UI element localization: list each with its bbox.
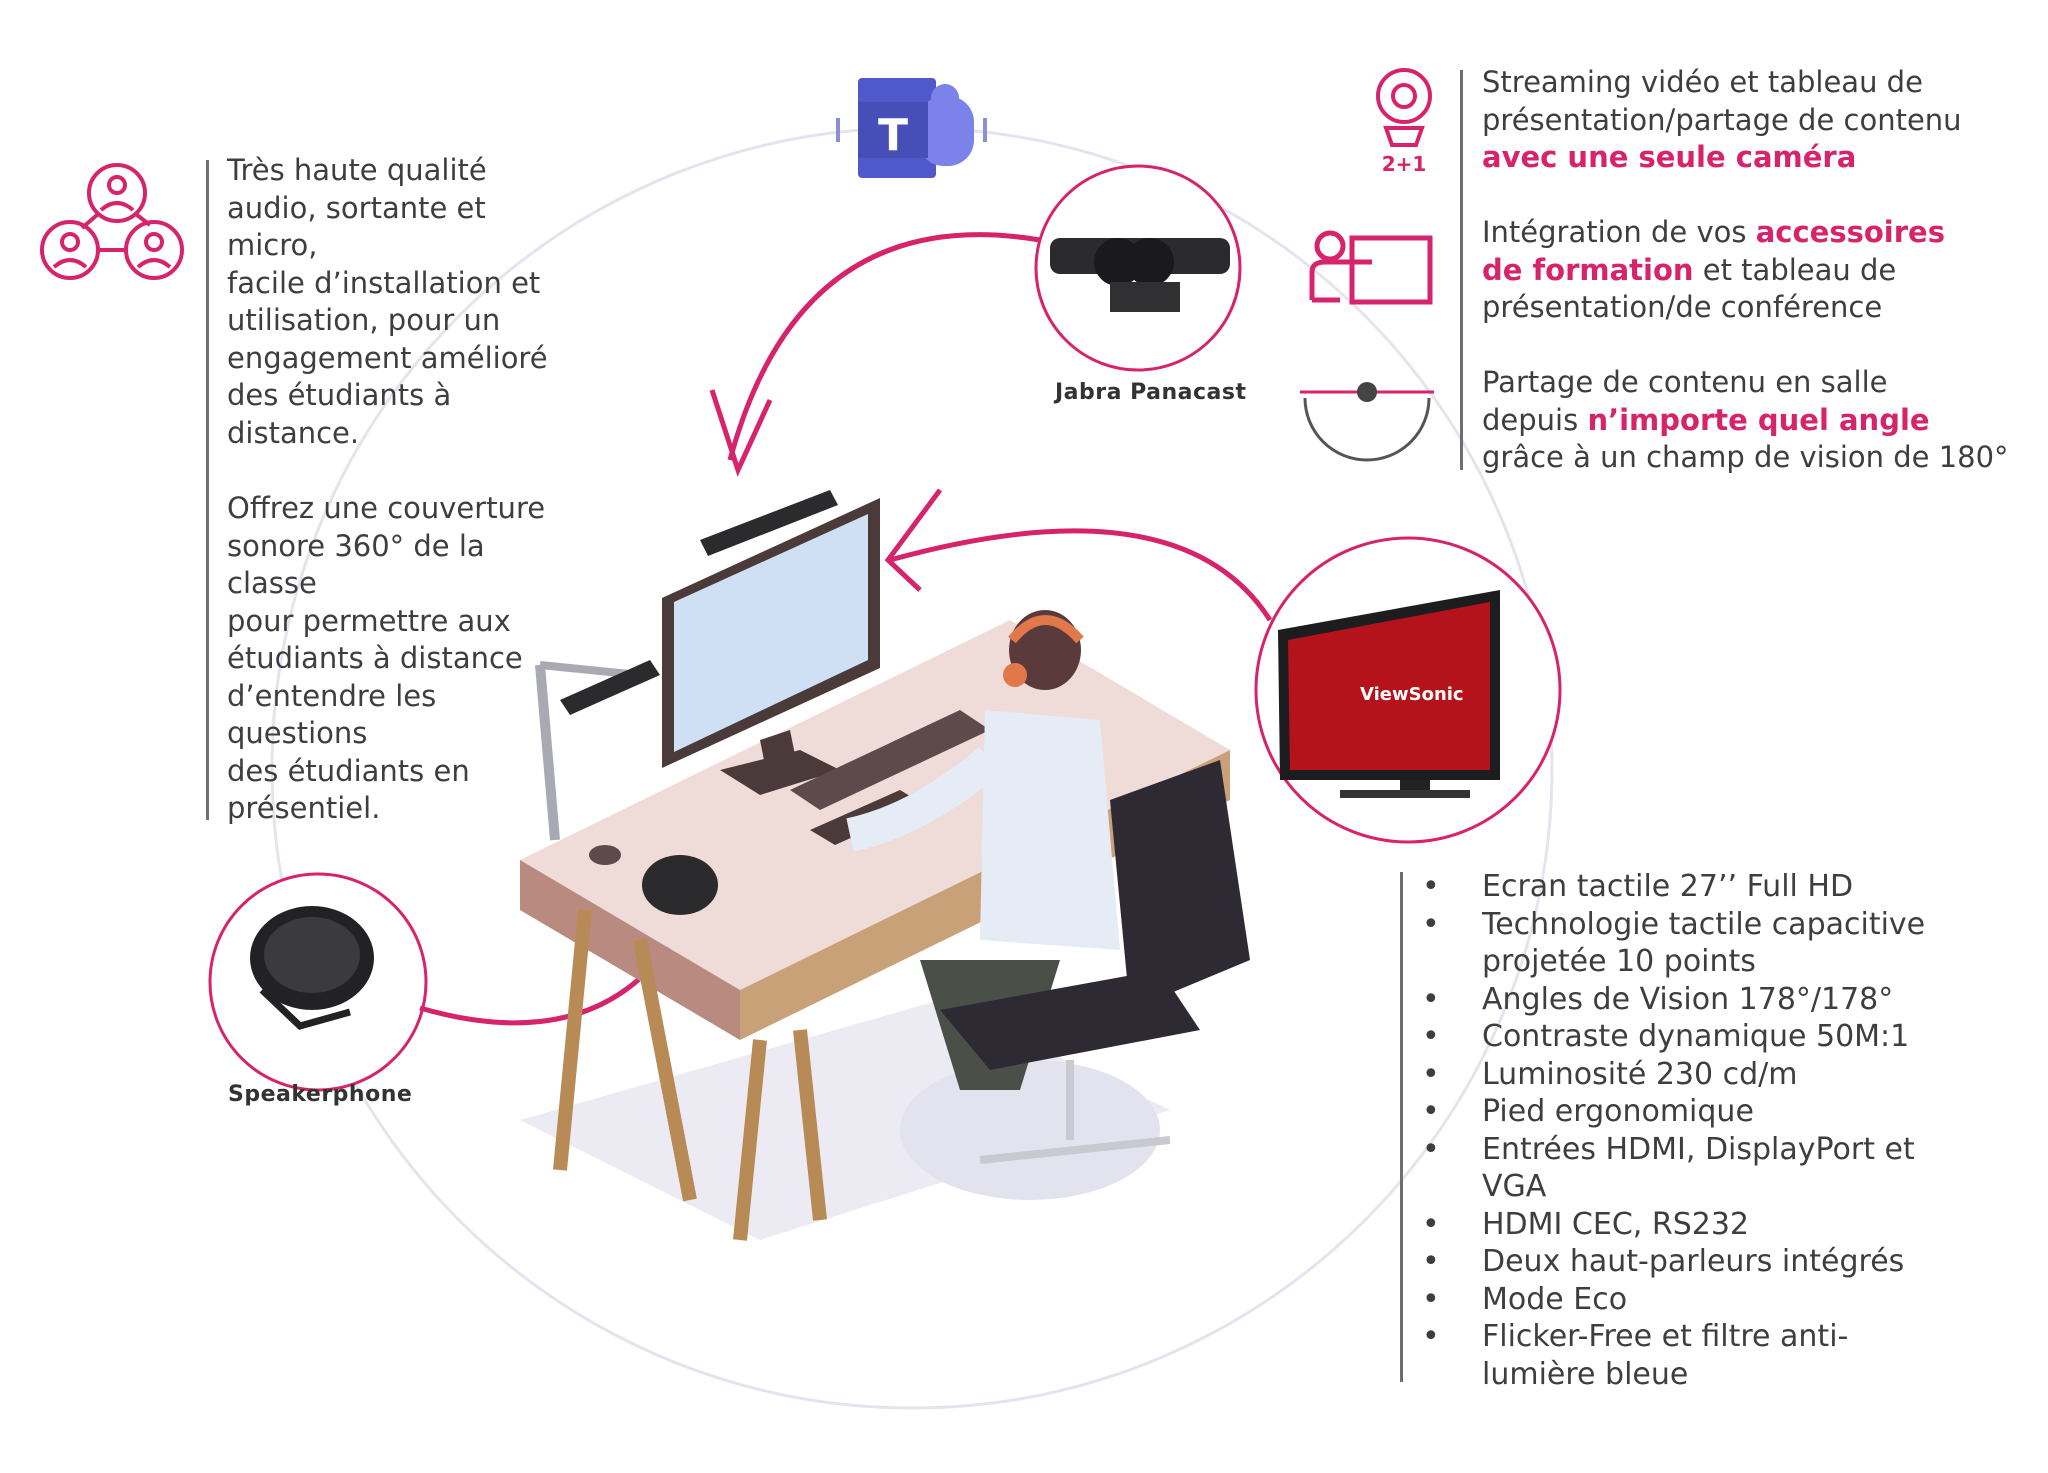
camera-2plus1-icon [1376,68,1432,147]
specs-divider [1400,872,1403,1382]
spec-item: Luminosité 230 cd/m [1422,1056,2042,1094]
spec-item: Deux haut-parleurs intégrés [1422,1243,2042,1281]
spec-item: Contraste dynamique 50M:1 [1422,1018,2042,1056]
feature-angle: Partage de contenu en salle depuis n’imp… [1482,364,2042,477]
feature-angle-line1: Partage de contenu en salle [1482,365,1888,399]
teams-logo-icon: T [836,78,987,178]
arrowhead-display [884,488,943,592]
specs-list: Ecran tactile 27’’ Full HDTechnologie ta… [1422,868,2042,1393]
arrowhead-camera [709,389,773,477]
camera-icon-label: 2+1 [1382,152,1427,176]
feature-camera-text: Streaming vidéo et tableau de présentati… [1482,65,1962,137]
feature-accessories-after-2: présentation/de conférence [1482,290,1883,324]
svg-text:T: T [878,110,908,161]
viewsonic-display-image [1278,590,1500,798]
desk-scene [520,490,1250,1241]
left-paragraph-2: Offrez une couverture sonore 360° de la … [227,491,546,825]
spec-item: Ecran tactile 27’’ Full HD [1422,868,2042,906]
feature-accessories-before: Intégration de vos [1482,215,1756,249]
feature-camera: Streaming vidéo et tableau de présentati… [1482,64,2042,177]
display-brand-text: ViewSonic [1360,684,1464,705]
spec-item: HDMI CEC, RS232 [1422,1206,2042,1244]
right-top-divider [1460,70,1463,470]
feature-accessories-highlight-2: de formation [1482,252,1694,287]
spec-item: Flicker-Free et filtre anti- lumière ble… [1422,1318,2042,1393]
feature-angle-before: depuis [1482,402,1588,437]
camera-caption: Jabra Panacast [1055,380,1247,405]
spec-item: Entrées HDMI, DisplayPort et VGA [1422,1131,2042,1206]
feature-accessories-highlight-1: accessoires [1755,215,1945,249]
people-network-icon [40,163,184,280]
feature-angle-highlight: n’importe quel angle [1587,402,1930,437]
presenter-board-icon [1309,230,1433,305]
feature-accessories-after-1: et tableau de [1693,252,1897,287]
spec-item: Mode Eco [1422,1281,2042,1319]
field-of-view-180-icon [1300,382,1434,462]
left-paragraph-1: Très haute qualité audio, sortante et mi… [227,153,548,450]
spec-item: Technologie tactile capacitive projetée … [1422,906,2042,981]
feature-angle-line3: grâce à un champ de vision de 180° [1482,440,2009,474]
speakerphone-image [250,906,374,1030]
arrow-display-to-desk [889,528,1273,622]
spec-item: Angles de Vision 178°/178° [1422,981,2042,1019]
panacast-camera-image [1050,238,1230,312]
feature-camera-highlight: avec une seule caméra [1482,140,1857,174]
left-divider [206,160,209,820]
speaker-caption: Speakerphone [228,1082,413,1107]
feature-accessories: Intégration de vos accessoires de format… [1482,214,2042,327]
spec-item: Pied ergonomique [1422,1093,2042,1131]
arrow-camera-to-desk [727,232,1041,461]
